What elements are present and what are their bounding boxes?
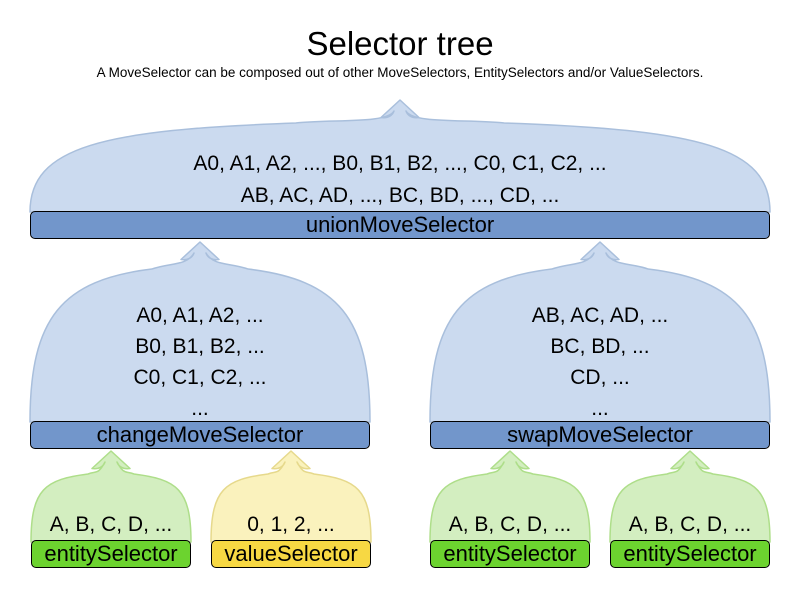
value-cloud-shape bbox=[210, 450, 372, 543]
diagram-title: Selector tree bbox=[306, 25, 494, 62]
swap-cloud-shape bbox=[429, 241, 771, 423]
cloud-text-line: A, B, C, D, ... bbox=[49, 513, 173, 536]
entity-right-cloud-shape bbox=[609, 450, 771, 543]
value-cloud-text: 0, 1, 2, ... bbox=[211, 512, 371, 538]
entity-selector-mid-label: entitySelector bbox=[443, 541, 577, 566]
change-cloud-shape bbox=[29, 241, 371, 423]
entity-mid-cloud-shape bbox=[429, 450, 591, 543]
cloud-text-line: CD, ... bbox=[570, 366, 630, 389]
entity-selector-right-bar: entitySelector bbox=[610, 540, 770, 568]
value-selector-label: valueSelector bbox=[224, 541, 358, 566]
cloud-text-line: AB, AC, AD, ..., BC, BD, ..., CD, ... bbox=[240, 184, 560, 207]
cloud-text-line: BC, BD, ... bbox=[550, 335, 650, 358]
cloud-text-line: ... bbox=[191, 397, 209, 420]
entity-left-cloud-shape bbox=[30, 450, 192, 543]
cloud-text-line: A0, A1, A2, ..., B0, B1, B2, ..., C0, C1… bbox=[193, 152, 607, 175]
cloud-text-line: A, B, C, D, ... bbox=[448, 513, 572, 536]
cloud-text-line: B0, B1, B2, ... bbox=[135, 335, 265, 358]
entity-left-cloud-text: A, B, C, D, ... bbox=[31, 512, 191, 538]
cloud-text-line: AB, AC, AD, ... bbox=[531, 304, 669, 327]
cloud-text-line: C0, C1, C2, ... bbox=[133, 366, 267, 389]
diagram-subtitle: A MoveSelector can be composed out of ot… bbox=[96, 65, 704, 80]
cloud-text-line: A, B, C, D, ... bbox=[628, 513, 752, 536]
union-cloud-shape bbox=[29, 99, 771, 213]
entity-selector-right-label: entitySelector bbox=[623, 541, 757, 566]
entity-selector-left-label: entitySelector bbox=[44, 541, 178, 566]
entity-selector-mid-bar: entitySelector bbox=[430, 540, 590, 568]
change-move-selector-bar: changeMoveSelector bbox=[30, 421, 370, 449]
entity-selector-left-bar: entitySelector bbox=[31, 540, 191, 568]
cloud-text-line: ... bbox=[591, 397, 609, 420]
entity-right-cloud-text: A, B, C, D, ... bbox=[610, 512, 770, 538]
value-selector-bar: valueSelector bbox=[211, 540, 371, 568]
swap-cloud-text: AB, AC, AD, ... BC, BD, ... CD, ... ... bbox=[430, 300, 770, 424]
union-cloud-text: A0, A1, A2, ..., B0, B1, B2, ..., C0, C1… bbox=[30, 148, 770, 212]
union-move-selector-label: unionMoveSelector bbox=[305, 212, 495, 237]
entity-mid-cloud-text: A, B, C, D, ... bbox=[430, 512, 590, 538]
union-move-selector-bar: unionMoveSelector bbox=[30, 211, 770, 239]
swap-move-selector-bar: swapMoveSelector bbox=[430, 421, 770, 449]
change-cloud-text: A0, A1, A2, ... B0, B1, B2, ... C0, C1, … bbox=[30, 300, 370, 424]
cloud-text-line: 0, 1, 2, ... bbox=[247, 513, 335, 536]
cloud-text-line: A0, A1, A2, ... bbox=[136, 304, 264, 327]
change-move-selector-label: changeMoveSelector bbox=[96, 422, 304, 447]
swap-move-selector-label: swapMoveSelector bbox=[507, 422, 693, 447]
